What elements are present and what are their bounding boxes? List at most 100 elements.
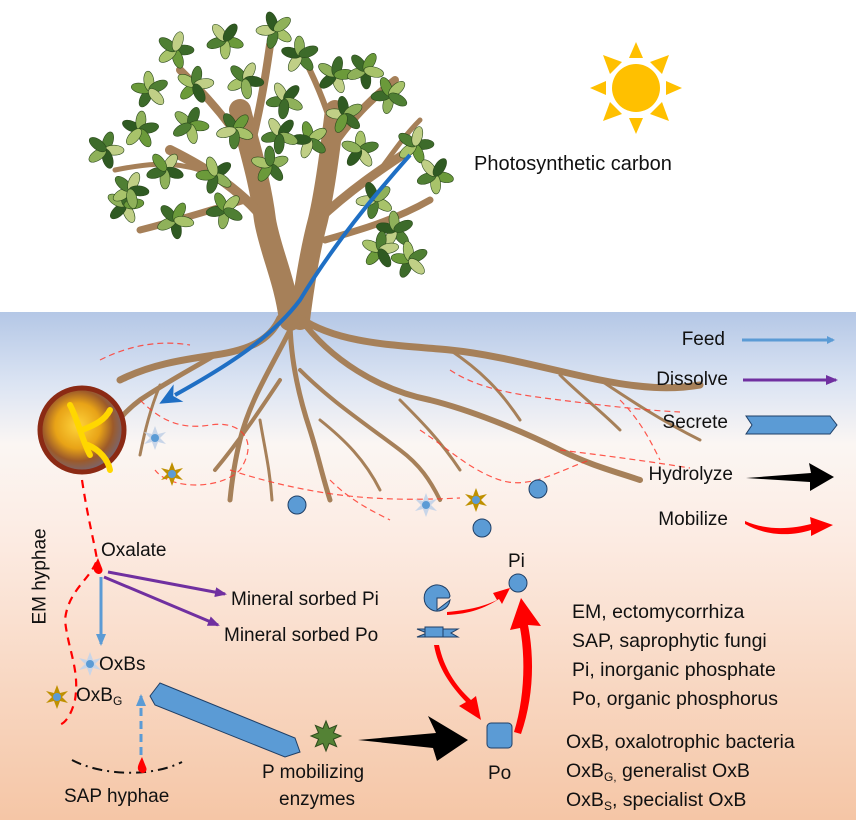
phosphate-circle xyxy=(287,495,307,515)
sap-hyphae-label: SAP hyphae xyxy=(64,786,170,807)
leaf-cluster xyxy=(261,118,299,155)
abbreviation-item: OxB, oxalotrophic bacteria xyxy=(566,731,795,753)
hydrolyze-arrow xyxy=(358,716,468,761)
abbreviation-subscript: S xyxy=(603,799,612,813)
legend-secrete-label: Secrete xyxy=(662,412,728,433)
legend-dissolve-label: Dissolve xyxy=(656,369,728,390)
leaf-cluster xyxy=(370,77,408,114)
pi-label: Pi xyxy=(508,551,525,572)
leaf-cluster xyxy=(325,96,363,133)
mineral-sorbed-po-label: Mineral sorbed Po xyxy=(224,625,379,646)
oxalate-drop-icon xyxy=(93,558,103,575)
secrete-arrow xyxy=(149,682,301,758)
leaf-cluster xyxy=(281,35,319,72)
mobilize-arrow-po-pi xyxy=(510,598,541,734)
oxbs-label: OxBs xyxy=(99,654,146,675)
legend-hydrolyze-icon xyxy=(746,463,834,491)
leaf-cluster xyxy=(341,130,379,167)
abbreviation-text: OxB, oxalotrophic bacteria xyxy=(566,731,795,753)
sap-drop-icon xyxy=(137,757,147,774)
leaf-cluster xyxy=(216,113,254,150)
generalist-bacteria-icon xyxy=(161,462,183,486)
legend-mobilize-icon xyxy=(745,517,833,536)
leaf-cluster xyxy=(146,153,184,190)
oxalate-label: Oxalate xyxy=(101,540,167,561)
phosphate-circle xyxy=(528,479,548,499)
leaf-cluster xyxy=(206,23,244,60)
leaf-cluster xyxy=(205,192,243,230)
leaf-cluster xyxy=(416,158,454,195)
abbreviation-text: generalist OxB xyxy=(616,760,750,782)
po-square xyxy=(486,722,513,749)
mineral-sorbed-pi-label: Mineral sorbed Pi xyxy=(231,589,379,610)
abbreviation-item: Pi, inorganic phosphate xyxy=(572,659,776,681)
legend-secrete-icon xyxy=(745,415,838,435)
em-hyphae-label: EM hyphae xyxy=(29,528,51,625)
dissolve-arrow-pi xyxy=(107,570,227,598)
oxbg-main: OxB xyxy=(76,685,113,706)
leaf-cluster xyxy=(131,70,168,108)
abbreviation-text: Pi, inorganic phosphate xyxy=(572,659,776,681)
abbreviation-item: OxBS, specialist OxB xyxy=(566,789,747,813)
enzymes-label-line2: enzymes xyxy=(279,789,356,810)
specialist-bacteria-icon xyxy=(415,493,437,517)
leaf-cluster xyxy=(112,172,150,209)
sap-hyphae-line xyxy=(71,759,183,774)
em-hyphae-line xyxy=(57,479,99,727)
leaf-cluster xyxy=(376,210,413,248)
fungal-hyphae-photo xyxy=(37,385,127,475)
abbreviation-text: SAP, saprophytic fungi xyxy=(572,630,767,652)
leaf-cluster xyxy=(398,126,435,164)
abbreviation-text: OxB xyxy=(566,789,604,811)
abbreviation-text: Po, organic phosphorus xyxy=(572,688,778,710)
mineral-sorbed-pi-icon xyxy=(423,584,451,612)
legend-hydrolyze-label: Hydrolyze xyxy=(648,464,733,485)
leaf-cluster xyxy=(173,106,210,144)
leaf-cluster xyxy=(290,121,327,159)
leaf-cluster xyxy=(88,131,125,169)
abbreviation-item: EM, ectomycorrhiza xyxy=(572,601,745,623)
feed-arrow-photosynthetic xyxy=(159,153,412,404)
pi-circle xyxy=(508,573,528,593)
oxbg-subscript: G xyxy=(112,694,123,708)
generalist-bacteria-icon xyxy=(46,685,68,709)
em-hyphae-network xyxy=(99,342,691,521)
abbreviation-item: SAP, saprophytic fungi xyxy=(572,630,767,652)
leaf-cluster xyxy=(255,11,292,49)
leaf-cluster xyxy=(251,145,289,182)
leaf-cluster xyxy=(177,65,215,103)
oxbg-label: OxBG xyxy=(76,686,122,707)
generalist-bacteria-icon xyxy=(465,488,487,512)
dissolve-arrow-po xyxy=(103,575,220,627)
leaf-cluster xyxy=(158,31,195,69)
leaf-cluster xyxy=(346,53,384,90)
leaf-cluster xyxy=(122,110,159,148)
leaf-cluster xyxy=(227,62,265,100)
photosynthetic-carbon-label: Photosynthetic carbon xyxy=(474,153,672,175)
mineral-sorbed-po-icon xyxy=(416,626,460,638)
specialist-bacteria-icon xyxy=(79,652,101,676)
abbreviation-item: OxBG, generalist OxB xyxy=(566,760,750,784)
mobilize-arrow-pi xyxy=(447,588,510,615)
phosphate-circle xyxy=(472,518,492,538)
specialist-bacteria-icon xyxy=(144,426,166,450)
tree-canopy xyxy=(88,11,454,278)
leaf-cluster xyxy=(157,202,195,240)
po-label: Po xyxy=(488,763,512,784)
leaf-cluster xyxy=(265,82,303,120)
leaf-cluster xyxy=(318,56,355,94)
legend-feed-label: Feed xyxy=(681,329,725,350)
sun-icon xyxy=(590,42,682,134)
leaf-cluster xyxy=(195,156,232,194)
mobilize-arrow-po-sorbed xyxy=(434,645,481,720)
leaf-cluster xyxy=(390,240,428,278)
abbreviation-subscript: G, xyxy=(603,770,617,784)
abbreviation-text: , specialist OxB xyxy=(611,789,747,811)
abbreviation-text: EM, ectomycorrhiza xyxy=(572,601,745,623)
enzyme-icon xyxy=(309,719,343,753)
abbreviation-text: OxB xyxy=(566,760,604,782)
abbreviation-item: Po, organic phosphorus xyxy=(572,688,778,710)
enzymes-label-line1: P mobilizing xyxy=(262,762,365,783)
legend-mobilize-label: Mobilize xyxy=(658,509,728,530)
